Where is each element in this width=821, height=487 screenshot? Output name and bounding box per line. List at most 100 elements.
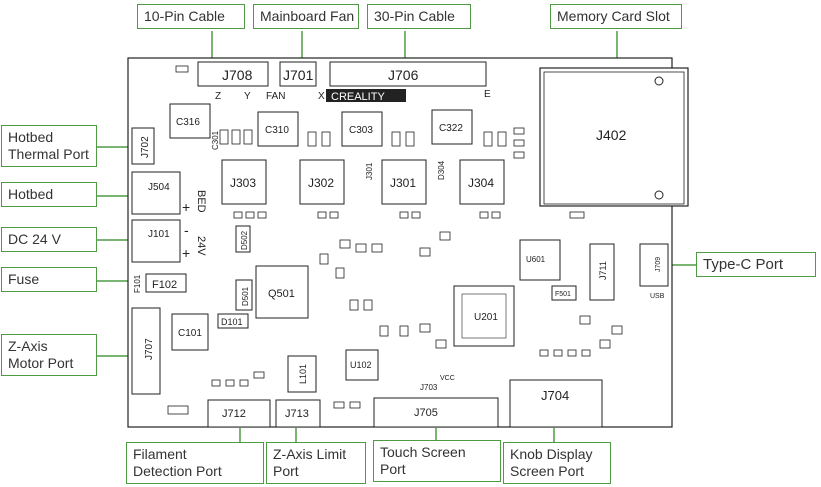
smd-pad — [211, 379, 221, 387]
smd-pad — [339, 239, 351, 249]
dc-minus: - — [184, 222, 189, 238]
axis-z-label: Z — [215, 91, 221, 102]
d501-diode — [235, 279, 253, 311]
smd-pad — [435, 339, 447, 349]
smd-pad — [599, 339, 611, 349]
smd-pad — [513, 127, 525, 135]
d304-label: D304 — [437, 160, 446, 180]
leader-lines — [96, 31, 697, 442]
j709-label: J709 — [655, 257, 662, 272]
smd-pads — [167, 65, 623, 415]
j702-connector — [131, 127, 155, 165]
u102-label: U102 — [350, 360, 372, 370]
usb-label: USB — [650, 293, 665, 300]
smd-pad — [513, 139, 525, 147]
smd-pad — [175, 65, 189, 73]
j708-label: J708 — [222, 67, 253, 83]
c303-label: C303 — [349, 125, 373, 136]
q501-mosfet — [255, 265, 309, 319]
callout-z-axis-limit-port: Z-Axis Limit Port — [266, 442, 366, 484]
j302-label: J302 — [308, 176, 334, 190]
smd-pad — [355, 243, 367, 253]
j301-label: J301 — [390, 176, 416, 190]
smd-pad — [219, 129, 229, 145]
u102-regulator — [345, 349, 379, 381]
j712-connector — [207, 399, 271, 428]
smd-pad — [167, 405, 189, 415]
q501-label: Q501 — [268, 288, 295, 300]
j707-connector — [131, 307, 161, 395]
c316-capacitor — [169, 103, 211, 139]
j705-label: J705 — [414, 407, 438, 419]
callout-type-c-port: Type-C Port — [696, 252, 816, 277]
callout-knob-display-line1: Knob Display — [510, 446, 593, 462]
j303-label: J303 — [230, 176, 256, 190]
smd-pad — [419, 247, 431, 257]
callout-z-limit-line1: Z-Axis Limit — [273, 446, 347, 462]
j704-label: J704 — [541, 388, 569, 403]
smd-pad — [317, 211, 327, 219]
axis-x-label: X — [318, 91, 325, 102]
j713-label: J713 — [285, 408, 309, 420]
smd-pad — [245, 211, 255, 219]
callout-10-pin-cable: 10-Pin Cable — [137, 4, 245, 29]
smd-pad — [243, 129, 253, 145]
j703-label: J703 — [420, 383, 438, 392]
smd-pad — [483, 131, 493, 147]
smd-pad — [569, 211, 585, 219]
callout-30-pin-cable: 30-Pin Cable — [367, 4, 471, 29]
j701-connector — [279, 61, 317, 87]
j304-label: J304 — [468, 176, 494, 190]
smd-pad — [371, 243, 383, 253]
j704-connector — [509, 379, 603, 428]
j708-connector — [197, 61, 269, 87]
j302-driver — [299, 159, 345, 205]
c322-label: C322 — [439, 123, 463, 134]
callout-fuse: Fuse — [1, 267, 97, 292]
j701-label: J701 — [283, 67, 314, 83]
d502-label: D502 — [240, 230, 249, 250]
axis-e-label: E — [484, 89, 491, 100]
c316-label: C316 — [176, 117, 200, 128]
smd-pad — [329, 211, 339, 219]
smd-pad — [333, 401, 345, 409]
j711-connector — [589, 243, 615, 301]
axis-y-label: Y — [244, 91, 251, 102]
callout-hotbed-thermal-port: Hotbed Thermal Port — [1, 125, 97, 167]
u201-die — [461, 293, 507, 339]
callout-touch-screen-port: Touch Screen Port — [373, 440, 501, 482]
smd-pad — [253, 371, 265, 379]
smd-pad — [349, 299, 359, 311]
smd-pad — [363, 299, 373, 311]
callout-mainboard-fan: Mainboard Fan — [253, 4, 359, 29]
smd-pad — [405, 131, 415, 147]
c322-capacitor — [431, 109, 473, 145]
j504-connector — [131, 171, 181, 215]
smd-pad — [581, 349, 591, 357]
d101-label: D101 — [221, 317, 243, 327]
memory-card-slot-inner — [543, 71, 685, 205]
smd-pad — [391, 131, 401, 147]
smd-pad — [233, 211, 243, 219]
slot-hole-bottom — [654, 190, 664, 200]
callout-knob-display-line2: Screen Port — [510, 463, 584, 479]
callout-touch-screen-line2: Port — [380, 461, 406, 477]
smd-pad — [567, 349, 577, 357]
l101-inductor — [287, 355, 317, 393]
callout-z-limit-line2: Port — [273, 463, 299, 479]
smd-pad — [399, 325, 409, 337]
smd-pad — [411, 211, 421, 219]
j707-label: J707 — [144, 338, 155, 360]
smd-pad — [539, 349, 549, 357]
smd-pad — [491, 211, 501, 219]
callout-hotbed: Hotbed — [1, 182, 97, 207]
j712-label: J712 — [222, 408, 246, 420]
callout-filament-detection-port: Filament Detection Port — [126, 442, 264, 484]
smd-pad — [439, 231, 451, 241]
smd-pad — [479, 211, 489, 219]
c301-label: C301 — [211, 130, 220, 150]
d501-label: D501 — [241, 286, 250, 306]
vcc-label: VCC — [440, 375, 455, 382]
j301-driver — [381, 159, 427, 205]
fan-label: FAN — [266, 91, 285, 102]
